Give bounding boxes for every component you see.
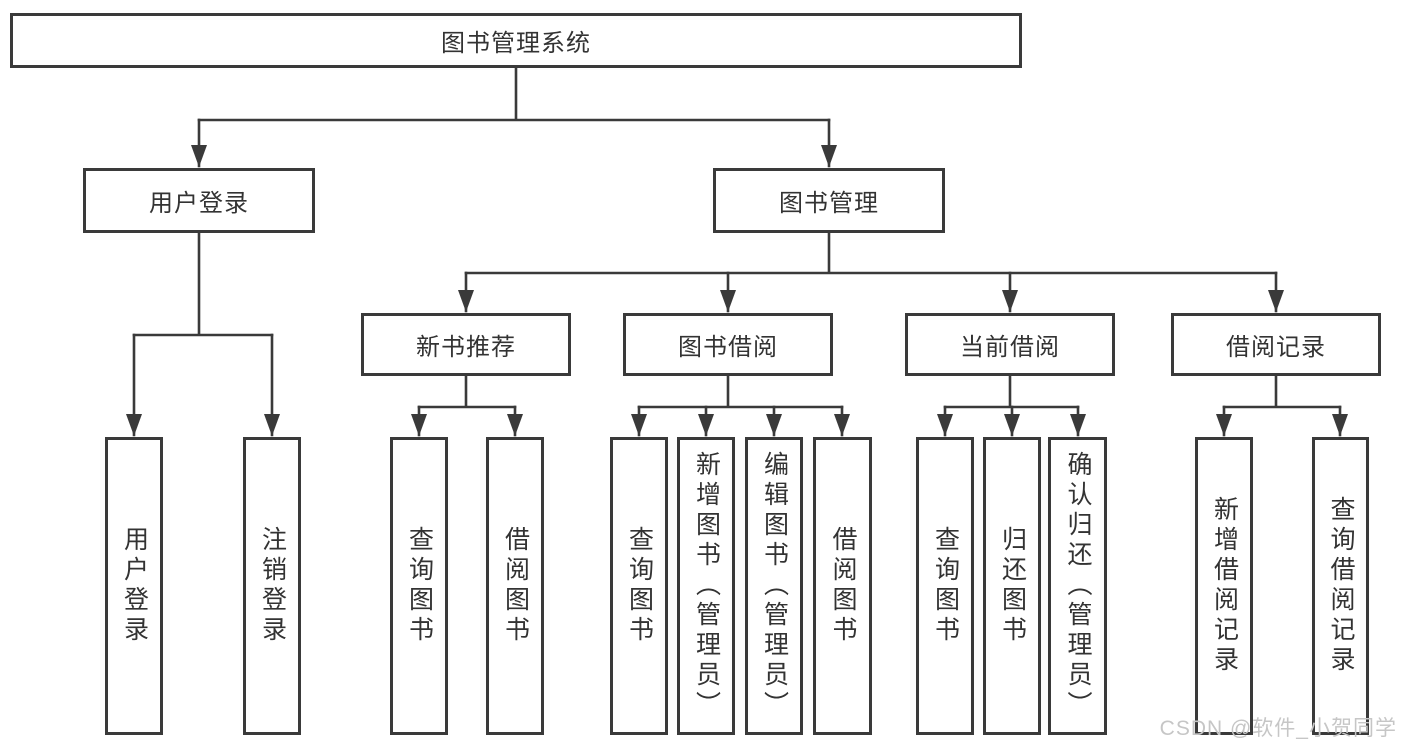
connector-root [197,66,831,122]
node-book-management: 图书管理 [713,168,945,233]
connector-book-management [464,231,1278,275]
leaf-recommend-borrow-book: 借阅图书 [486,437,544,735]
leaf-borrow-query-book: 查询图书 [610,437,668,735]
leaf-return-book: 归还图书 [983,437,1041,735]
connector-user-login [132,231,274,337]
node-root-system: 图书管理系统 [10,13,1022,68]
node-new-book-recommend: 新书推荐 [361,313,571,376]
node-book-borrow: 图书借阅 [623,313,833,376]
leaf-edit-book-admin: 编辑图书（管理员） [745,437,803,735]
leaf-add-book-admin: 新增图书（管理员） [677,437,735,735]
csdn-watermark: CSDN @软件_小贺同学 [1159,717,1397,740]
leaf-recommend-query-book: 查询图书 [390,437,448,735]
leaf-current-query-book: 查询图书 [916,437,974,735]
node-borrow-records: 借阅记录 [1171,313,1381,376]
connector-book-borrow [637,374,844,409]
leaf-add-borrow-record: 新增借阅记录 [1195,437,1253,735]
leaf-confirm-return-admin: 确认归还（管理员） [1048,437,1107,735]
node-current-borrow: 当前借阅 [905,313,1115,376]
leaf-query-borrow-record: 查询借阅记录 [1312,437,1369,735]
connector-new-book-recommend [417,374,517,409]
leaf-user-login: 用户登录 [105,437,163,735]
connector-borrow-records [1222,374,1342,409]
connector-current-borrow [943,374,1080,409]
node-user-login: 用户登录 [83,168,315,233]
leaf-borrow-book: 借阅图书 [813,437,872,735]
leaf-logout: 注销登录 [243,437,301,735]
